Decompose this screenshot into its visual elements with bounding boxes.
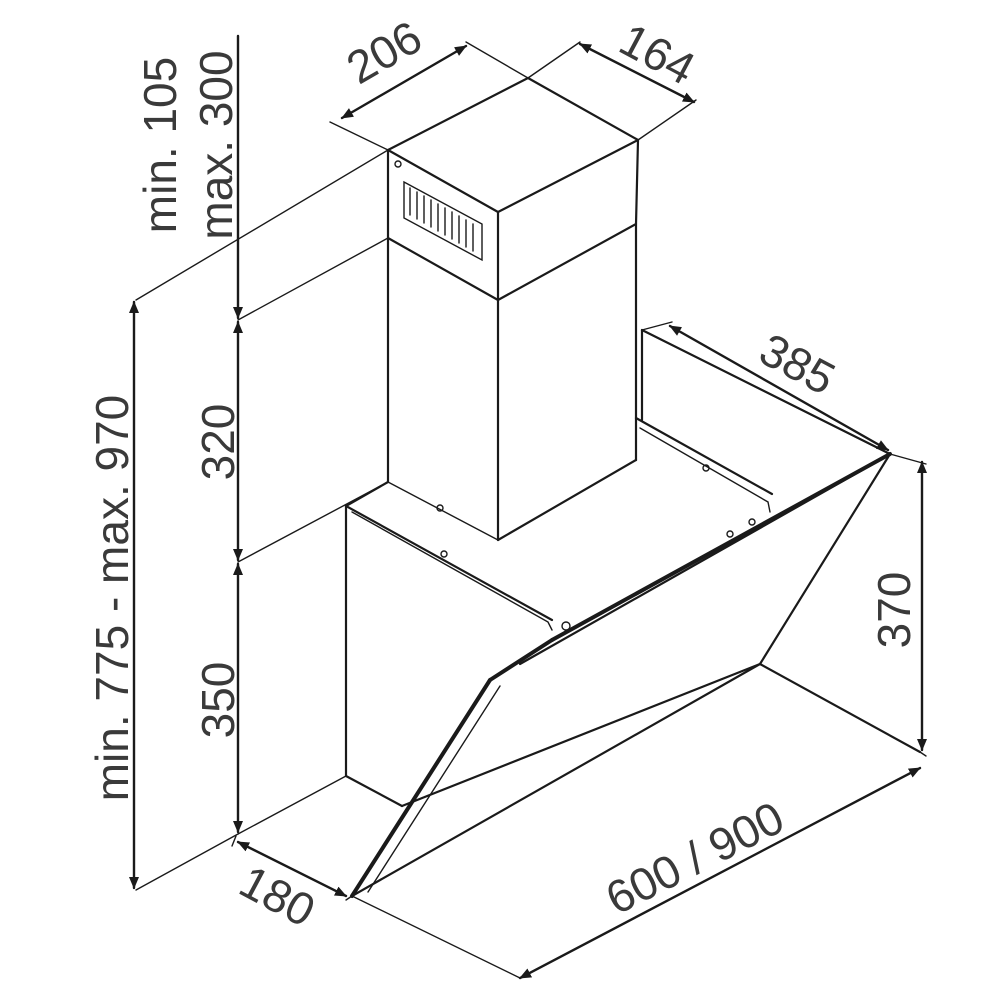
ext-600-left [345,895,353,901]
glass-inner-edge [518,458,882,666]
hood-top-plate [344,416,774,631]
dimension-labels: 206 164 min. 105 max. 300 320 350 min. 7… [86,10,920,936]
plate-screw-5 [748,518,756,526]
ext-body-top [237,481,389,563]
ext-385-left [641,321,673,331]
dim-line-164 [578,42,696,104]
plate-front-lip [351,511,553,631]
label-320: 320 [192,404,244,481]
chimney-upper [386,76,640,302]
ext-370-top [889,453,927,465]
chimney-top-face [386,76,640,214]
glass-left-edge [350,678,492,898]
vent-slots [409,187,474,252]
ext-206-right [465,41,529,79]
plate-screw-2 [440,550,448,558]
dim-line-600-900 [518,766,922,980]
chimney-upper-left-face [386,148,500,302]
label-600-900: 600 / 900 [597,791,792,924]
label-350: 350 [192,662,244,739]
label-370: 370 [868,572,920,649]
chimney-lower-bottom-left [387,481,499,541]
bottom-right-edge [758,662,922,754]
glass-bottom-edge [400,662,762,808]
label-206: 206 [338,10,430,93]
dimension-lines [129,34,927,980]
plate-screw-1 [436,504,444,512]
label-180: 180 [231,855,323,937]
ext-overall-bottom [135,833,239,891]
chimney-lower [386,222,638,542]
ext-206-left [329,121,389,151]
glass-inner-left [367,685,501,893]
vent-grille [403,180,483,262]
chimney-lower-bottom-right [496,458,638,542]
label-overall-height: min. 775 - max. 970 [86,395,138,802]
label-164: 164 [611,13,703,95]
ext-370-bottom [919,751,927,757]
hood-body [344,328,922,898]
plate-screw-3 [702,464,710,472]
ext-600-left-2 [351,895,521,979]
chimney-upper-right-face [496,138,640,302]
ext-chimney-lower [237,237,389,321]
dim-line-385 [668,324,890,452]
extension-lines [135,41,927,901]
plate-right-rear-edge [634,416,774,496]
label-max-300: max. 300 [190,50,242,239]
vent-frame [403,180,483,262]
plate-screw-6 [561,621,571,631]
dim-line-180 [236,840,348,898]
plate-front-edge [344,504,554,622]
glass-panel [350,452,892,898]
ext-body-bottom-left [237,775,347,835]
ext-top [135,149,389,301]
label-min-105: min. 105 [134,57,186,233]
body-bottom-left [344,774,404,808]
dim-line-206 [340,44,468,120]
chimney-screw [394,160,402,168]
plate-screw-4 [726,530,734,538]
ext-180-left [231,835,237,847]
ext-164-left [527,41,581,79]
ext-164-right [637,99,697,141]
glass-corner [488,638,554,682]
plate-rear-lip [639,427,771,513]
